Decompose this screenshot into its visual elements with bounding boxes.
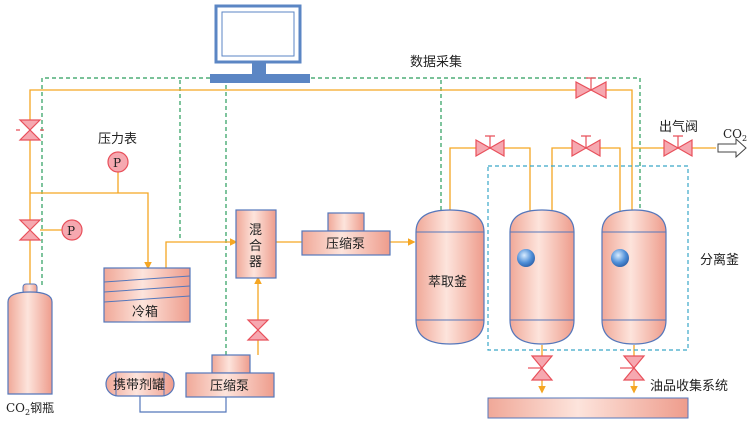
oil-collection-tray [487, 397, 689, 419]
separator-label: 分离釜 [700, 252, 739, 268]
cooler-label: 冷箱 [132, 304, 158, 320]
svg-text:混: 混 [249, 223, 262, 238]
co2-output-label: CO2 [723, 127, 747, 143]
valve-icon [18, 219, 42, 241]
pressure-gauge-top: P [107, 151, 129, 173]
valve-icon [16, 119, 44, 141]
svg-text:压缩泵: 压缩泵 [326, 236, 365, 252]
svg-text:P: P [113, 156, 121, 170]
cooler-box [103, 267, 191, 323]
separator-group-box [487, 165, 689, 351]
valve-icon [528, 355, 554, 381]
compressor-bottom: 压缩泵 [185, 354, 275, 398]
svg-text:萃取釜: 萃取釜 [428, 275, 467, 290]
valve-icon [246, 319, 270, 341]
oil-collection-label: 油品收集系统 [650, 378, 728, 394]
signal-lines [41, 77, 641, 355]
outlet-arrow [717, 137, 747, 159]
svg-text:P: P [67, 224, 75, 238]
connector-line [139, 396, 227, 413]
separator-vessel-1 [509, 209, 575, 345]
separator-vessel-2 [601, 209, 667, 345]
svg-text:压缩泵: 压缩泵 [210, 378, 249, 394]
extractor-vessel: 萃取釜 [415, 209, 485, 345]
svg-text:携带剂罐: 携带剂罐 [113, 377, 165, 393]
pressure-gauge-label: 压力表 [98, 132, 137, 147]
compressor-top: 压缩泵 [301, 212, 391, 256]
computer-monitor [210, 4, 310, 83]
valve-icon [571, 135, 601, 158]
valve-icon [575, 77, 607, 99]
valve-icon [475, 135, 505, 158]
outlet-valve-label: 出气阀 [659, 119, 698, 135]
co2-cylinder-label: CO2钢瓶 [6, 401, 54, 417]
co2-cylinder [7, 283, 53, 395]
data-acquisition-label: 数据采集 [410, 54, 462, 70]
pressure-gauge-side: P [40, 219, 83, 241]
svg-text:合: 合 [249, 239, 262, 254]
valve-icon [620, 355, 646, 381]
valves [16, 77, 693, 381]
entrainer-tank: 携带剂罐 [105, 371, 175, 397]
mixer: 混 合 器 [235, 209, 277, 279]
svg-text:器: 器 [249, 255, 262, 270]
valve-icon [663, 135, 693, 158]
